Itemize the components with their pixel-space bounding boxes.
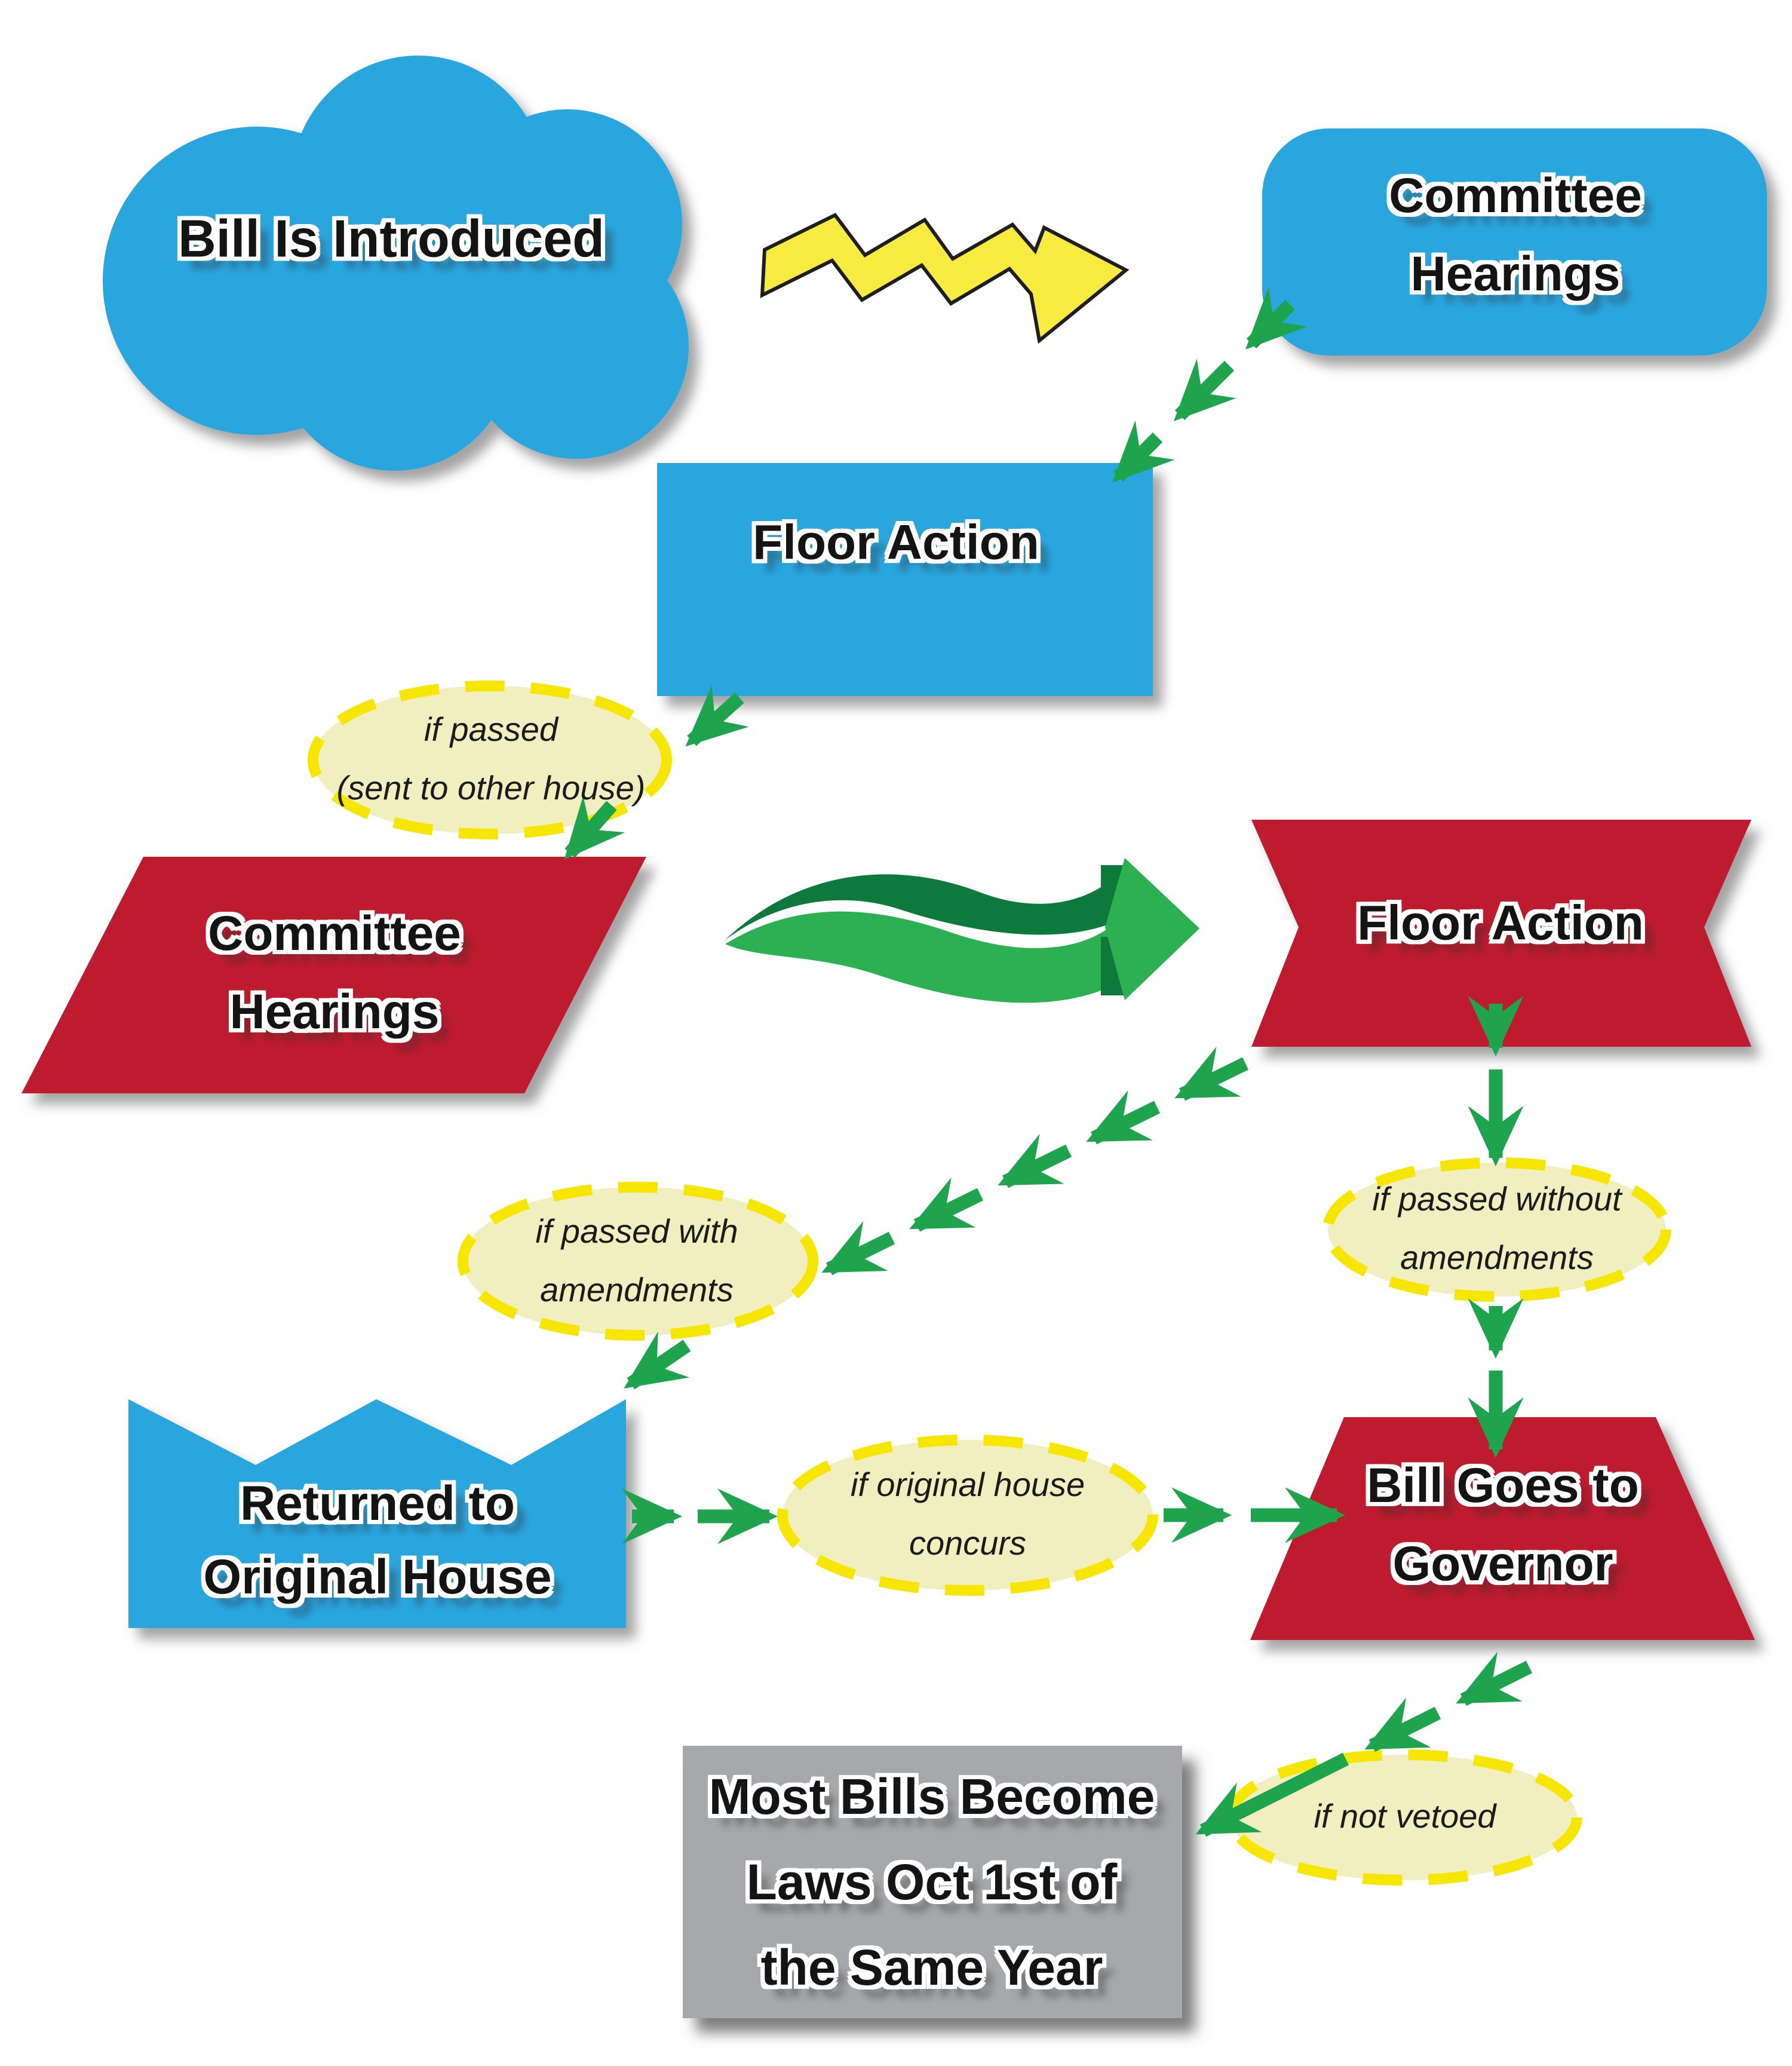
node-most-bills-line1: Most Bills Become	[708, 1768, 1155, 1825]
node-bill-goes-governor-line2: Governor	[1392, 1537, 1613, 1591]
node-committee-hearings-first-line1: Committee	[1389, 168, 1642, 223]
node-floor-action-second-shape	[1251, 820, 1751, 1047]
condition-if-not-vetoed-shape	[1225, 1749, 1582, 1886]
condition-if-not-vetoed-label: if not vetoed	[1314, 1787, 1496, 1846]
node-committee-hearings-second-line2: Hearings	[229, 985, 440, 1039]
condition-if-passed-without-label: if passed without amendments	[1372, 1170, 1621, 1287]
node-committee-hearings-second-line1: Committee	[208, 906, 461, 961]
node-committee-hearings-first-line2: Hearings	[1410, 247, 1621, 301]
node-most-bills-become-laws-shape	[683, 1746, 1182, 2018]
node-committee-hearings-first-shape	[1262, 128, 1767, 355]
node-bill-goes-governor-shape	[1250, 1417, 1755, 1640]
dashed-arrow-icons	[564, 287, 1533, 1837]
condition-if-not-vetoed-line1: if not vetoed	[1314, 1797, 1496, 1835]
zigzag-arrow-icon	[760, 213, 1130, 344]
node-floor-action-first-label: Floor Action	[753, 503, 1039, 581]
node-returned-original-house-line2: Original House	[203, 1550, 552, 1604]
node-bill-goes-governor-line1: Bill Goes to	[1367, 1458, 1639, 1513]
condition-if-passed-without-line1: if passed without	[1372, 1180, 1622, 1218]
node-most-bills-line2: Laws Oct 1st of	[746, 1853, 1118, 1910]
node-floor-action-second-line1: Floor Action	[1357, 896, 1644, 951]
condition-if-passed-sent-line2: (sent to other house)	[336, 769, 646, 807]
condition-if-original-house-concurs-line1: if original house	[850, 1466, 1085, 1503]
condition-if-original-house-concurs-shape	[777, 1434, 1158, 1596]
condition-if-passed-with-line2: amendments	[540, 1271, 734, 1308]
node-floor-action-first-line1: Floor Action	[753, 515, 1039, 570]
condition-if-passed-with-label: if passed with amendments	[535, 1202, 738, 1319]
node-committee-hearings-second-label: Committee Hearings	[208, 894, 461, 1051]
node-committee-hearings-first-label: Committee Hearings	[1389, 157, 1642, 313]
condition-if-original-house-concurs-line2: concurs	[909, 1524, 1027, 1562]
condition-if-passed-without-shape	[1322, 1157, 1671, 1302]
node-returned-original-house-line1: Returned to	[240, 1476, 515, 1531]
node-returned-original-house-label: Returned to Original House	[203, 1467, 551, 1614]
node-bill-goes-governor-label: Bill Goes to Governor	[1367, 1446, 1639, 1603]
node-bill-introduced-line1: Bill Is Introduced	[178, 209, 605, 268]
node-floor-action-first-shape	[657, 463, 1153, 696]
condition-if-passed-with-line1: if passed with	[535, 1212, 738, 1250]
node-floor-action-second-label: Floor Action	[1357, 884, 1644, 962]
condition-if-passed-sent-label: if passed (sent to other house)	[337, 700, 646, 817]
node-bill-introduced-label: Bill Is Introduced	[178, 197, 605, 281]
node-committee-hearings-second-shape	[22, 857, 646, 1093]
wavy-arrow-icon	[724, 858, 1199, 1003]
node-returned-original-house-shape	[128, 1399, 626, 1628]
node-most-bills-line3: the Same Year	[760, 1939, 1103, 1996]
condition-if-passed-sent-line1: if passed	[424, 710, 559, 748]
condition-if-original-house-concurs-label: if original house concurs	[851, 1455, 1085, 1573]
cloud-shape	[103, 56, 689, 471]
condition-if-passed-without-line2: amendments	[1400, 1239, 1594, 1276]
node-most-bills-become-laws-label: Most Bills Become Laws Oct 1st of the Sa…	[709, 1754, 1155, 2010]
